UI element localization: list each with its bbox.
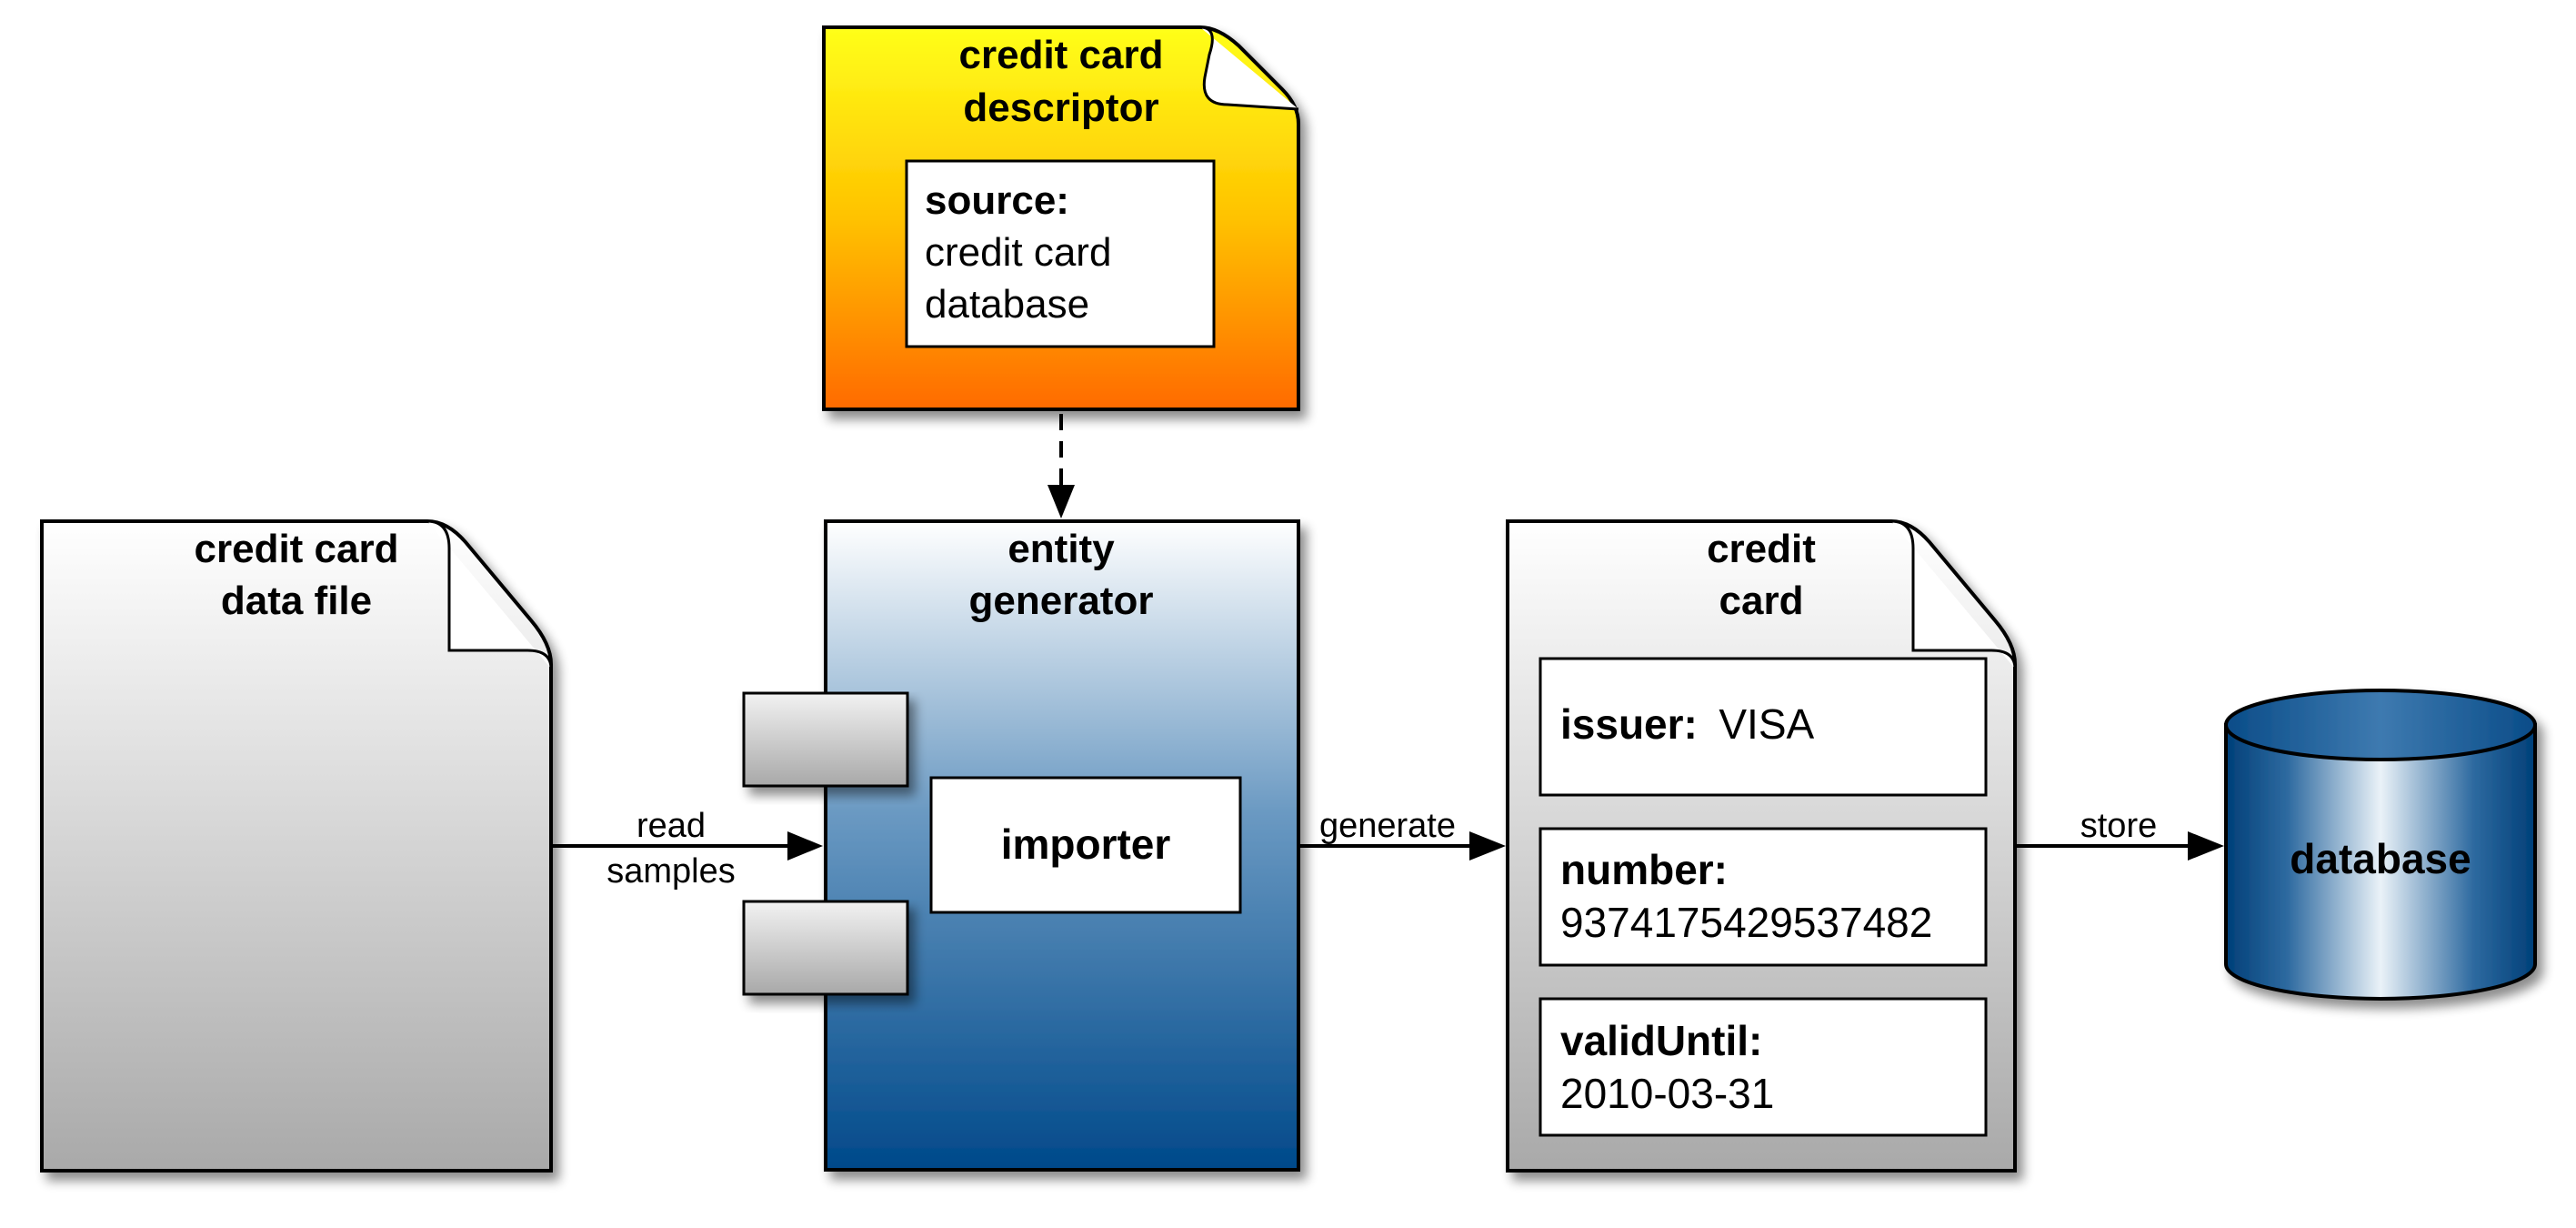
- store-arrow: store: [2017, 807, 2224, 861]
- entity-generator-component: entity generator importer: [742, 519, 1300, 1172]
- store-label: store: [2080, 807, 2157, 845]
- data-file-title-line1: credit card: [195, 527, 399, 571]
- read-samples-arrow: read samples: [553, 807, 823, 891]
- page-fold-icon: [1199, 25, 1299, 111]
- number-field-box: [1539, 827, 1988, 967]
- valid-until-label: validUntil:: [1560, 1017, 1762, 1064]
- data-file-title-line2: data file: [221, 579, 372, 623]
- source-value-line2: database: [925, 282, 1089, 327]
- issuer-label: issuer:: [1560, 700, 1698, 748]
- generate-arrow: generate: [1300, 807, 1506, 861]
- generator-title-line2: generator: [969, 579, 1154, 623]
- issuer-field: issuer: VISA: [1560, 700, 1815, 748]
- credit-card-descriptor-document: credit card descriptor source: credit ca…: [822, 25, 1300, 411]
- valid-until-field-box: [1539, 997, 1988, 1137]
- database-label: database: [2290, 835, 2471, 882]
- issuer-value: VISA: [1719, 700, 1814, 748]
- database-cylinder: database: [2224, 689, 2537, 1001]
- credit-card-title-line2: card: [1719, 579, 1804, 623]
- page-fold-icon: [426, 519, 553, 669]
- samples-label: samples: [606, 852, 736, 891]
- generator-title-line1: entity: [1007, 527, 1115, 571]
- component-port-top: [742, 691, 909, 788]
- component-port-bottom: [742, 900, 909, 996]
- importer-box: [929, 776, 1242, 914]
- descriptor-to-generator-arrow: [1047, 414, 1075, 518]
- credit-card-data-file-document: credit card data file: [40, 519, 553, 1173]
- source-label: source:: [925, 178, 1069, 223]
- number-value: 9374175429537482: [1560, 899, 1932, 946]
- source-value-line1: credit card: [925, 230, 1111, 275]
- generate-label: generate: [1319, 807, 1456, 845]
- importer-label: importer: [1001, 820, 1171, 868]
- valid-until-value: 2010-03-31: [1560, 1070, 1774, 1117]
- number-label: number:: [1560, 846, 1728, 893]
- issuer-field-box: [1539, 657, 1988, 797]
- credit-card-title-line1: credit: [1707, 527, 1816, 571]
- read-label: read: [636, 807, 706, 845]
- descriptor-title-line2: descriptor: [963, 86, 1158, 130]
- descriptor-title-line1: credit card: [959, 33, 1164, 77]
- source-box: [905, 159, 1216, 348]
- database-top: [2224, 689, 2537, 761]
- page-fold-icon: [1890, 519, 2017, 669]
- credit-card-document: credit card issuer: VISA number: 9374175…: [1506, 519, 2017, 1173]
